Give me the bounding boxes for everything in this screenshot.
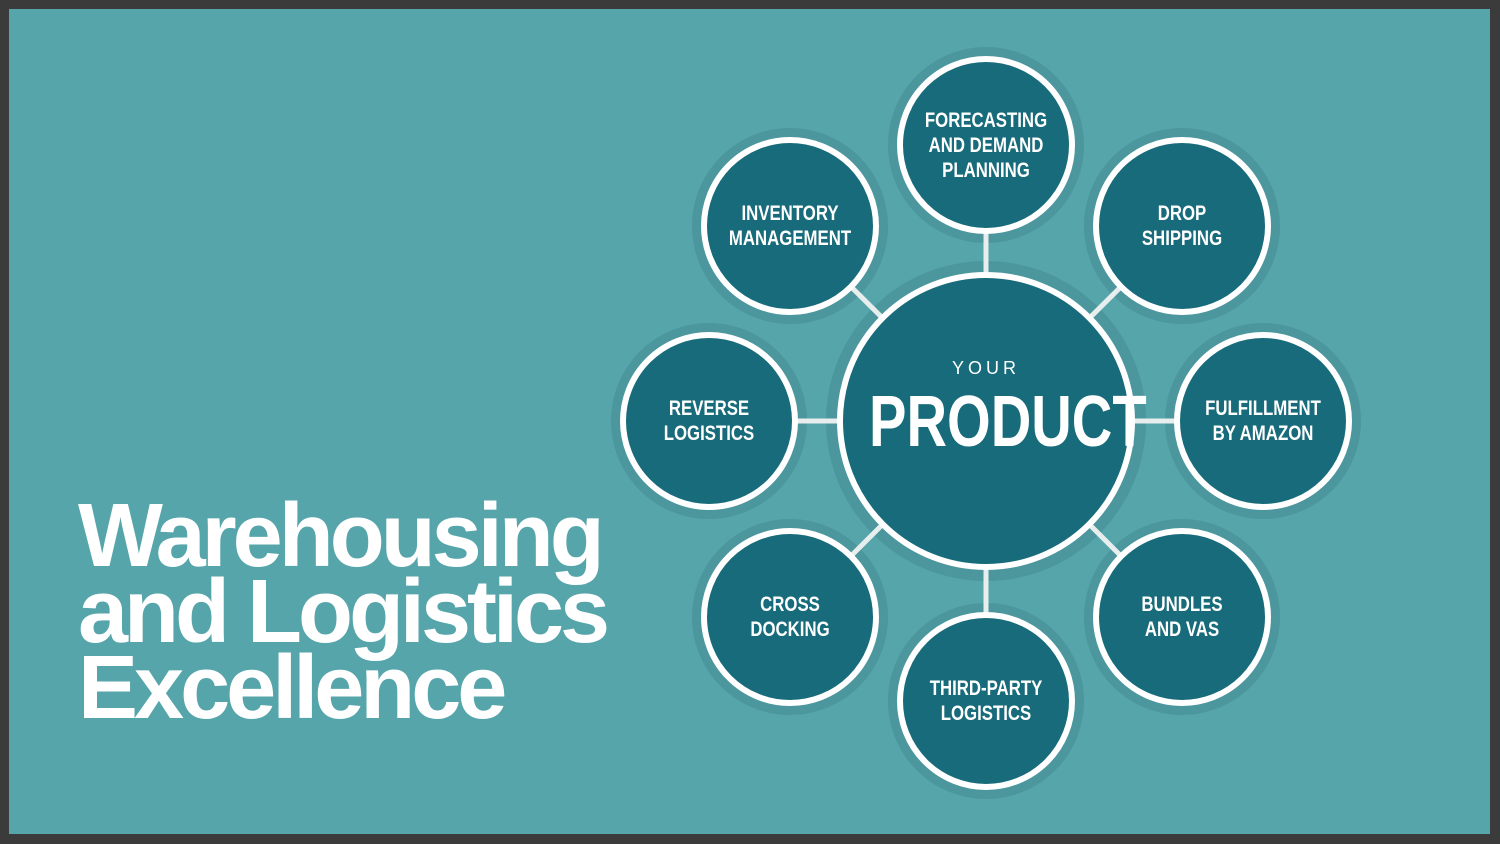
- node-circle: [1093, 137, 1271, 315]
- node-label-line: DOCKING: [750, 618, 830, 641]
- node-label-line: AND VAS: [1144, 618, 1220, 641]
- node-label-line: PLANNING: [942, 158, 1030, 182]
- node-label-line: DROP: [1157, 202, 1207, 225]
- node-label-line: LOGISTICS: [940, 702, 1032, 725]
- node-label-line: REVERSE: [668, 397, 750, 420]
- node-circle: [897, 612, 1075, 790]
- node-label-line: SHIPPING: [1141, 227, 1223, 250]
- node-label-line: FULFILLMENT: [1205, 397, 1321, 420]
- node-circle: [1093, 528, 1271, 706]
- node-circle: [897, 56, 1075, 234]
- title-line: and Logistics: [78, 562, 610, 662]
- node-label-line: THIRD-PARTY: [929, 677, 1043, 700]
- center-label-large: PRODUCT: [869, 382, 1147, 462]
- slide-title: Warehousing and Logistics Excellence: [78, 486, 610, 738]
- node-circle: [701, 137, 879, 315]
- node-label-line: LOGISTICS: [663, 422, 755, 445]
- title-line: Warehousing: [78, 486, 605, 586]
- node-circle: [1174, 332, 1352, 510]
- node-label-line: BY AMAZON: [1212, 422, 1314, 445]
- node-label-line: INVENTORY: [741, 202, 839, 225]
- title-line: Excellence: [78, 638, 507, 738]
- node-label-line: CROSS: [760, 593, 820, 616]
- node-circle: [701, 528, 879, 706]
- node-label-line: FORECASTING: [924, 108, 1048, 132]
- node-label-line: AND DEMAND: [928, 133, 1044, 157]
- node-label-line: BUNDLES: [1141, 593, 1223, 616]
- center-circle: [837, 272, 1135, 570]
- node-circle: [620, 332, 798, 510]
- node-label-line: MANAGEMENT: [728, 227, 852, 250]
- center-label-small: YOUR: [951, 358, 1020, 378]
